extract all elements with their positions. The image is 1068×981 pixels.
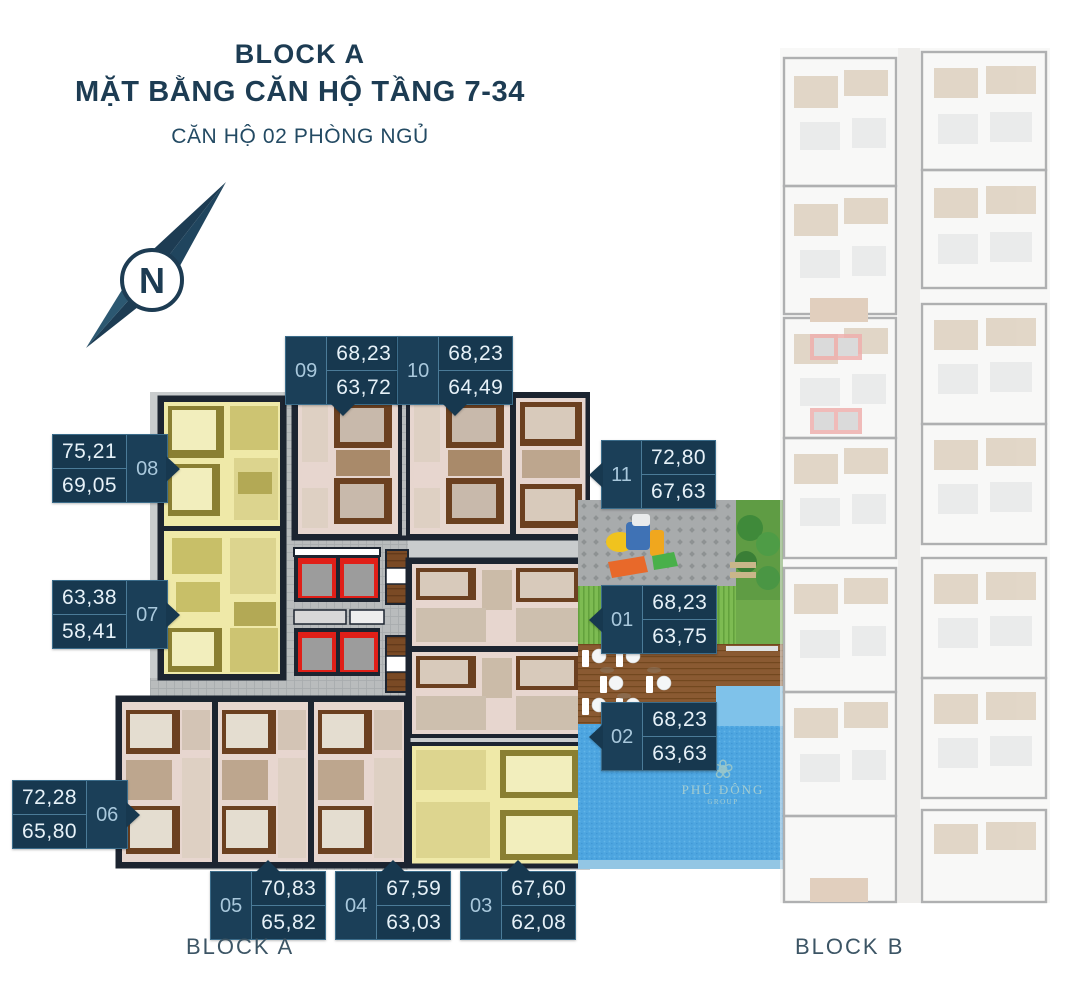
playground-terrace	[578, 500, 736, 586]
block-b-caption: BLOCK B	[795, 934, 905, 959]
unit-code-03: 03	[461, 872, 503, 939]
unit-net-area-02: 63,63	[652, 742, 708, 765]
unit-callout-pointer-01	[589, 606, 603, 633]
unit-code-09: 09	[286, 337, 328, 404]
unit-code-10: 10	[398, 337, 440, 404]
unit-gross-area-03: 67,60	[502, 872, 576, 906]
unit-net-area-11: 67,63	[651, 480, 707, 503]
unit-net-area-03: 62,08	[511, 911, 567, 934]
unit-10-plan	[406, 394, 514, 538]
unit-gross-area-08: 75,21	[53, 435, 127, 469]
unit-gross-area-10: 68,23	[439, 337, 513, 371]
unit-gross-area-01: 68,23	[643, 586, 717, 620]
compass-label: N	[139, 260, 165, 301]
unit-02-plan	[408, 648, 590, 738]
unit-net-area-08: 69,05	[62, 474, 118, 497]
unit-net-area-07: 58,41	[62, 620, 118, 643]
unit-areas-07: 63,38 58,41	[53, 581, 127, 648]
unit-gross-area-07: 63,38	[53, 581, 127, 615]
block-b-elevators	[810, 334, 862, 434]
unit-code-07: 07	[126, 581, 168, 648]
unit-03-plan	[408, 742, 590, 868]
unit-callout-pointer-11	[589, 461, 603, 488]
unit-gross-area-09: 68,23	[327, 337, 401, 371]
elevator-bank-upper	[293, 547, 381, 602]
unit-callout-pointer-04	[380, 860, 407, 873]
unit-areas-04: 67,59 63,03	[377, 872, 451, 939]
unit-callout-07[interactable]: 63,38 58,41 07	[52, 580, 181, 649]
unit-gross-area-06: 72,28	[13, 781, 87, 815]
core-service-rooms	[293, 609, 385, 625]
unit-callout-pointer-09	[330, 403, 357, 416]
unit-areas-06: 72,28 65,80	[13, 781, 87, 848]
unit-07-08-partition	[162, 526, 282, 531]
page-title: BLOCK A	[234, 39, 366, 69]
unit-callout-pointer-02	[589, 723, 603, 750]
elevator-bank-lower	[294, 628, 380, 676]
unit-callout-pointer-03	[505, 860, 532, 873]
unit-09-plan	[294, 394, 402, 538]
unit-callout-pointer-07	[166, 601, 181, 628]
unit-code-05: 05	[211, 872, 253, 939]
unit-net-area-05: 65,82	[261, 911, 317, 934]
unit-areas-11: 72,80 67,63	[642, 441, 716, 508]
page-subtitle-secondary: CĂN HỘ 02 PHÒNG NGỦ	[171, 125, 429, 149]
unit-07-plan	[160, 526, 284, 678]
unit-net-area-09: 63,72	[336, 376, 392, 399]
unit-areas-09: 68,23 63,72	[327, 337, 401, 404]
unit-05-plan	[214, 698, 312, 866]
unit-gross-area-04: 67,59	[377, 872, 451, 906]
unit-callout-pointer-06	[126, 801, 141, 828]
unit-06-plan	[118, 698, 216, 866]
unit-net-area-06: 65,80	[22, 820, 78, 843]
unit-areas-05: 70,83 65,82	[252, 872, 326, 939]
unit-04-plan	[310, 698, 408, 866]
unit-08-plan	[160, 398, 284, 530]
unit-areas-03: 67,60 62,08	[502, 872, 576, 939]
unit-callout-pointer-08	[166, 455, 181, 482]
unit-gross-area-11: 72,80	[642, 441, 716, 475]
unit-net-area-01: 63,75	[652, 625, 708, 648]
unit-net-area-04: 63,03	[386, 911, 442, 934]
landscape-trees	[730, 500, 783, 600]
unit-01-plan	[408, 560, 590, 650]
unit-code-08: 08	[126, 435, 168, 502]
block-a-floorplan	[115, 392, 590, 870]
block-a-caption: BLOCK A	[186, 934, 295, 959]
unit-code-01: 01	[602, 586, 644, 653]
unit-code-02: 02	[602, 703, 644, 770]
unit-areas-01: 68,23 63,75	[643, 586, 717, 653]
stairs-lower	[385, 635, 409, 693]
unit-gross-area-05: 70,83	[252, 872, 326, 906]
unit-areas-02: 68,23 63,63	[643, 703, 717, 770]
unit-code-04: 04	[336, 872, 378, 939]
compass-north-icon: N	[86, 182, 226, 348]
unit-areas-08: 75,21 69,05	[53, 435, 127, 502]
page-subtitle-main: MẶT BẰNG CĂN HỘ TẦNG 7-34	[74, 75, 525, 108]
unit-code-11: 11	[602, 441, 642, 508]
unit-callout-06[interactable]: 72,28 65,80 06	[12, 780, 141, 849]
unit-areas-10: 68,23 64,49	[439, 337, 513, 404]
unit-gross-area-02: 68,23	[643, 703, 717, 737]
unit-callout-08[interactable]: 75,21 69,05 08	[52, 434, 181, 503]
unit-11-plan	[512, 394, 590, 538]
page-title-block: BLOCK A MẶT BẰNG CĂN HỘ TẦNG 7-34 CĂN HỘ…	[0, 38, 600, 149]
block-b-floorplan	[780, 48, 1050, 904]
unit-callout-pointer-05	[255, 860, 282, 873]
stairs-upper	[385, 549, 409, 605]
block-b-stairs	[810, 298, 868, 902]
unit-callout-pointer-10	[442, 403, 469, 416]
unit-net-area-10: 64,49	[448, 376, 504, 399]
amenity-area	[578, 500, 783, 869]
unit-code-06: 06	[86, 781, 128, 848]
